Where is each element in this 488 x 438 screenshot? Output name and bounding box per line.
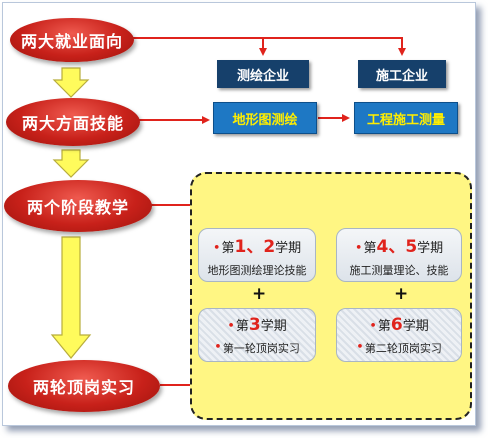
internship-semester-6-desc-text: 第二轮顶岗实习 (364, 341, 442, 355)
internship-semester-6-desc: • 第二轮顶岗实习 (356, 340, 442, 356)
stage-employment: 两大就业面向 (10, 18, 134, 62)
stage-skills: 两大方面技能 (6, 98, 140, 146)
stage-skills-label: 两大方面技能 (21, 114, 124, 133)
semester-prefix: 第 (235, 318, 249, 334)
internship-semester-3-desc: • 第一轮顶岗实习 (214, 340, 300, 356)
internship-semester-6-title: • 第 6 学期 (369, 315, 429, 335)
bullet-icon: • (356, 340, 364, 355)
skill-construction-survey-box: 工程施工测量 (354, 102, 458, 134)
semester-numbers: 1、2 (234, 237, 276, 257)
semester-prefix: 第 (363, 241, 377, 256)
arrow-employment-to-construction (263, 37, 406, 56)
internship-semester-3-title: • 第 3 学期 (227, 315, 287, 335)
bullet-icon: • (369, 318, 377, 334)
down-arrow-1 (52, 67, 90, 98)
internship-semester-3-desc-text: 第一轮顶岗实习 (222, 341, 300, 355)
employment-surveying-box: 测绘企业 (217, 60, 309, 88)
plus-left: + (252, 284, 267, 304)
skill-topomap-box: 地形图测绘 (213, 102, 317, 134)
teaching-semester-12-card: • 第 1、2 学期 地形图测绘理论技能 (198, 228, 316, 282)
stage-teaching-label: 两个阶段教学 (26, 198, 129, 217)
semester-numbers: 3 (248, 314, 261, 335)
bullet-icon: • (227, 318, 235, 334)
teaching-semester-45-title: • 第 4、5 学期 (355, 232, 443, 257)
semester-numbers: 6 (390, 314, 403, 335)
skill-construction-survey-label: 工程施工测量 (366, 112, 445, 128)
teaching-semester-12-title: • 第 1、2 学期 (213, 232, 301, 257)
semester-suffix: 学期 (402, 318, 429, 334)
teaching-internship-panel (190, 172, 472, 420)
arrow-employment-to-surveying (130, 37, 267, 56)
teaching-semester-12-desc: 地形图测绘理论技能 (207, 264, 307, 277)
semester-prefix: 第 (221, 241, 235, 256)
semester-suffix: 学期 (260, 318, 287, 334)
plus-right: + (394, 284, 409, 304)
bullet-icon: • (212, 241, 221, 256)
stage-teaching: 两个阶段教学 (4, 180, 152, 232)
semester-numbers: 4、5 (376, 237, 418, 257)
semester-suffix: 学期 (275, 241, 302, 256)
teaching-semester-45-desc: 施工测量理论、技能 (349, 264, 449, 277)
down-arrow-2 (52, 149, 90, 178)
teaching-semester-45-card: • 第 4、5 学期 施工测量理论、技能 (336, 228, 462, 282)
stage-internship: 两轮顶岗实习 (8, 360, 160, 412)
bullet-icon: • (354, 241, 363, 256)
internship-semester-6-card: • 第 6 学期 • 第二轮顶岗实习 (336, 308, 462, 362)
stage-internship-label: 两轮顶岗实习 (32, 378, 135, 397)
employment-construction-label: 施工企业 (375, 68, 428, 84)
internship-semester-3-card: • 第 3 学期 • 第一轮顶岗实习 (198, 308, 316, 362)
semester-suffix: 学期 (417, 241, 444, 256)
skill-topomap-label: 地形图测绘 (232, 112, 298, 128)
bullet-icon: • (214, 340, 222, 355)
employment-surveying-label: 测绘企业 (236, 68, 289, 84)
stage-employment-label: 两大就业面向 (20, 32, 123, 51)
semester-prefix: 第 (377, 318, 391, 334)
down-arrow-3 (50, 236, 92, 359)
employment-construction-box: 施工企业 (358, 60, 446, 88)
